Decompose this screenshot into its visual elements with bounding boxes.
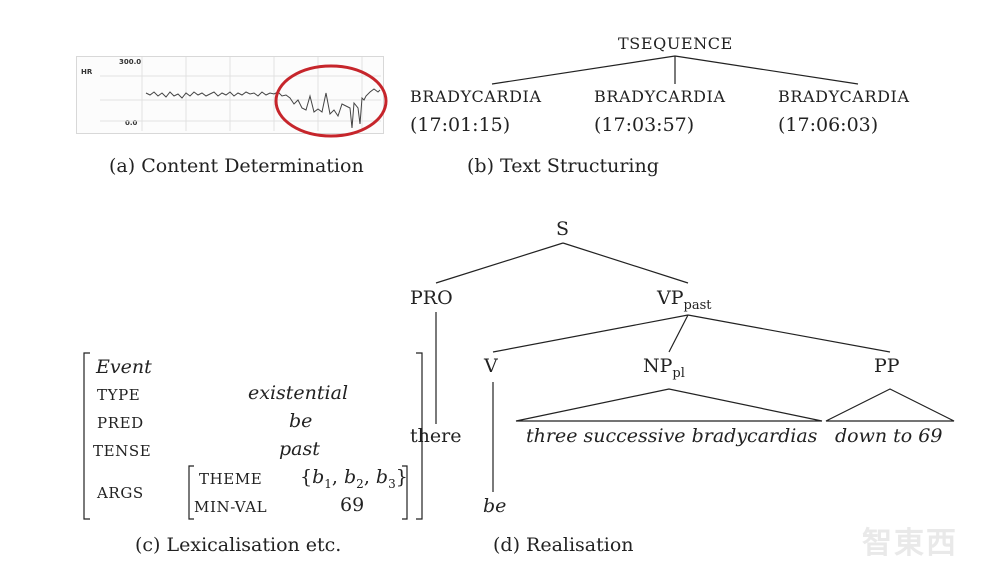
tree-node-vp: VPpast	[657, 287, 712, 313]
hr-axis-label: HR	[81, 68, 93, 76]
avm-tense-value: past	[279, 438, 320, 460]
tree-leaf-be: be	[483, 495, 507, 517]
tsequence-root: TSEQUENCE	[618, 34, 733, 53]
tree-node-pp: PP	[874, 355, 900, 377]
caption-text-structuring: (b) Text Structuring	[467, 155, 659, 177]
avm-type-value: existential	[248, 382, 349, 404]
tsequence-edges	[491, 55, 859, 85]
hr-grid	[100, 57, 381, 131]
bradycardia-time-2: (17:03:57)	[594, 114, 695, 136]
syntax-tree-edges	[435, 242, 955, 492]
avm-theme-key: THEME	[199, 470, 263, 488]
tree-node-s: S	[556, 218, 570, 240]
tree-node-v: V	[484, 355, 498, 377]
y-min-label: 0.0	[125, 119, 138, 127]
avm-args-key: ARGS	[97, 484, 144, 502]
avm-tense-key: TENSE	[93, 442, 152, 460]
avm-theme-value: {b1, b2, b3}	[300, 466, 408, 491]
bradycardia-node-2: BRADYCARDIA	[594, 87, 726, 106]
caption-lexicalisation: (c) Lexicalisation etc.	[135, 534, 342, 556]
avm-pred-value: be	[289, 410, 313, 432]
tree-leaf-pp-text: down to 69	[835, 425, 943, 447]
watermark-logo: 智東西	[862, 526, 958, 561]
tree-node-pro: PRO	[410, 287, 453, 309]
hr-trace	[145, 88, 381, 129]
caption-realisation: (d) Realisation	[493, 534, 634, 556]
bradycardia-node-3: BRADYCARDIA	[778, 87, 910, 106]
avm-type-key: TYPE	[97, 386, 141, 404]
caption-content-determination: (a) Content Determination	[109, 155, 364, 177]
highlight-ellipse	[274, 64, 388, 138]
tree-leaf-np-text: three successive bradycardias	[526, 425, 818, 447]
bradycardia-time-3: (17:06:03)	[778, 114, 879, 136]
tree-node-np: NPpl	[643, 355, 685, 381]
avm-brackets	[83, 352, 423, 520]
bradycardia-node-1: BRADYCARDIA	[410, 87, 542, 106]
avm-minval-value: 69	[340, 494, 365, 516]
avm-pred-key: PRED	[97, 414, 144, 432]
avm-minval-key: MIN-VAL	[194, 498, 268, 516]
tree-leaf-there: there	[410, 425, 462, 447]
avm-event-type: Event	[96, 356, 152, 378]
bradycardia-time-1: (17:01:15)	[410, 114, 511, 136]
y-max-label: 300.0	[119, 58, 142, 66]
